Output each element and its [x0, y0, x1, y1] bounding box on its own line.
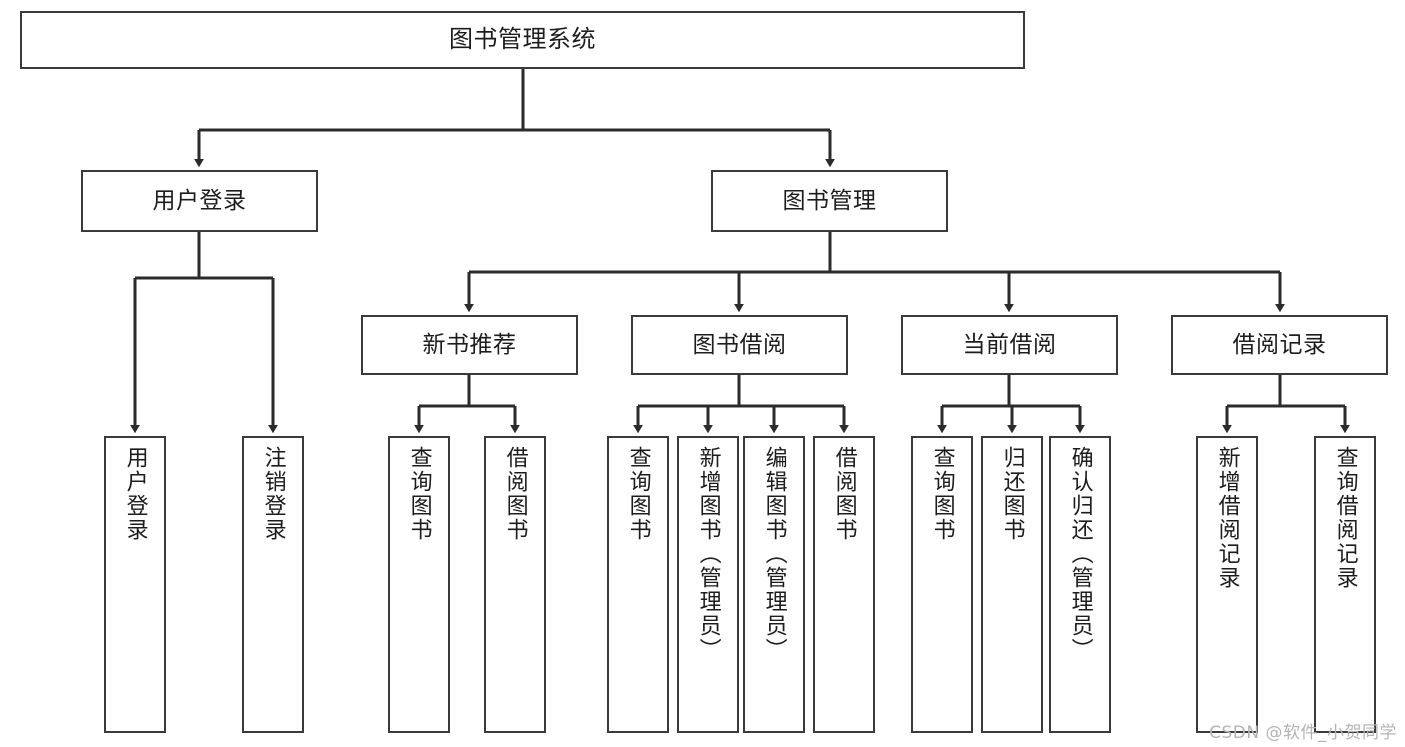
node-label: 编辑图书（管理员） — [761, 446, 787, 662]
node-label: 查询图书 — [929, 446, 955, 542]
node-label: 新书推荐 — [422, 331, 517, 358]
node-label: 用户登录 — [122, 446, 148, 542]
node-new-book-recommend[interactable]: 新书推荐 — [361, 315, 578, 375]
node-borrow-record[interactable]: 借阅记录 — [1171, 315, 1388, 375]
node-label: 图书管理 — [782, 187, 877, 214]
leaf-user-login-logout[interactable]: 注销登录 — [242, 436, 304, 733]
node-label: 借阅图书 — [502, 446, 528, 542]
node-book-borrow[interactable]: 图书借阅 — [631, 315, 848, 375]
node-label: 确认归还（管理员） — [1067, 446, 1093, 662]
node-label: 用户登录 — [152, 187, 247, 214]
leaf-new-book-borrow-book[interactable]: 借阅图书 — [484, 436, 546, 733]
node-label: 归还图书 — [999, 446, 1025, 542]
node-label: 查询借阅记录 — [1332, 446, 1358, 590]
leaf-book-borrow-add-book-admin[interactable]: 新增图书（管理员） — [677, 436, 739, 733]
leaf-current-borrow-query-book[interactable]: 查询图书 — [911, 436, 973, 733]
leaf-book-borrow-edit-book-admin[interactable]: 编辑图书（管理员） — [743, 436, 805, 733]
leaf-book-borrow-borrow-book[interactable]: 借阅图书 — [813, 436, 875, 733]
node-label: 新增图书（管理员） — [695, 446, 721, 662]
node-label: 借阅图书 — [831, 446, 857, 542]
leaf-book-borrow-query-book[interactable]: 查询图书 — [607, 436, 669, 733]
node-user-login[interactable]: 用户登录 — [81, 170, 318, 232]
leaf-borrow-record-add-record[interactable]: 新增借阅记录 — [1196, 436, 1258, 733]
node-label: 注销登录 — [260, 446, 286, 542]
leaf-user-login-login[interactable]: 用户登录 — [104, 436, 166, 733]
node-label: 图书管理系统 — [449, 25, 596, 54]
node-label: 查询图书 — [625, 446, 651, 542]
leaf-current-borrow-confirm-return-admin[interactable]: 确认归还（管理员） — [1049, 436, 1111, 733]
leaf-borrow-record-query-record[interactable]: 查询借阅记录 — [1314, 436, 1376, 733]
node-label: 查询图书 — [406, 446, 432, 542]
node-root-book-management-system[interactable]: 图书管理系统 — [20, 11, 1025, 69]
node-book-management[interactable]: 图书管理 — [711, 170, 948, 232]
node-current-borrow[interactable]: 当前借阅 — [901, 315, 1118, 375]
node-label: 图书借阅 — [692, 331, 787, 358]
node-label: 当前借阅 — [962, 331, 1057, 358]
node-label: 新增借阅记录 — [1214, 446, 1240, 590]
leaf-current-borrow-return-book[interactable]: 归还图书 — [981, 436, 1043, 733]
leaf-new-book-query-book[interactable]: 查询图书 — [388, 436, 450, 733]
node-label: 借阅记录 — [1232, 331, 1327, 358]
